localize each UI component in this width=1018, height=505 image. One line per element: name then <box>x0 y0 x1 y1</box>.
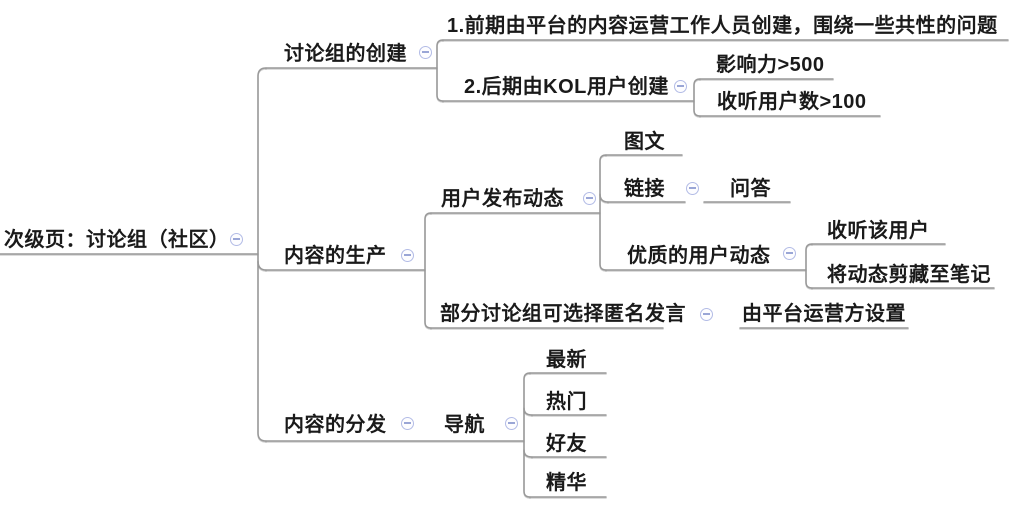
topic-anonymous-posting[interactable]: 部分讨论组可选择匿名发言 <box>440 303 686 325</box>
topic-later-kol-created[interactable]: 2.后期由KOL用户创建 <box>464 76 669 98</box>
topic-content-distribution[interactable]: 内容的分发 <box>284 414 387 436</box>
topic-early-platform-created[interactable]: 1.前期由平台的内容运营工作人员创建，围绕一些共性的问题 <box>447 15 998 37</box>
topic-navigation[interactable]: 导航 <box>444 414 485 436</box>
topic-friends[interactable]: 好友 <box>546 433 587 455</box>
topic-hot[interactable]: 热门 <box>546 391 587 413</box>
minus-dash <box>703 313 710 315</box>
collapse-minus-icon-distribution[interactable] <box>401 417 414 430</box>
collapse-minus-icon-quality[interactable] <box>783 247 796 260</box>
topic-user-post-updates[interactable]: 用户发布动态 <box>441 188 564 210</box>
bracket-nav-stub-hot <box>523 407 533 416</box>
bracket-later-kol <box>693 78 701 117</box>
topic-clip-to-notes[interactable]: 将动态剪藏至笔记 <box>827 264 991 286</box>
bracket-level1 <box>257 67 267 442</box>
bracket-creation <box>436 39 444 102</box>
topic-set-by-platform-ops[interactable]: 由平台运营方设置 <box>742 303 906 325</box>
minus-dash <box>233 238 240 240</box>
minus-dash <box>404 422 411 424</box>
bracket-nav-stub-friends <box>523 449 533 458</box>
minus-dash <box>586 197 593 199</box>
collapse-minus-icon-root[interactable] <box>230 233 243 246</box>
bracket-user-post <box>599 154 607 271</box>
bracket-quality <box>805 243 813 289</box>
topic-link[interactable]: 链接 <box>624 178 665 200</box>
collapse-minus-icon-later-kol[interactable] <box>674 80 687 93</box>
topic-quality-user-updates[interactable]: 优质的用户动态 <box>627 245 771 267</box>
topic-follow-user[interactable]: 收听该用户 <box>827 220 930 242</box>
bracket-nav <box>523 372 531 498</box>
bracket-level1-stub-production <box>257 260 267 271</box>
topic-content-production[interactable]: 内容的生产 <box>284 245 387 267</box>
topic-latest[interactable]: 最新 <box>546 349 587 371</box>
minus-dash <box>786 252 793 254</box>
topic-digest[interactable]: 精华 <box>546 472 587 494</box>
collapse-minus-icon-user-post[interactable] <box>583 192 596 205</box>
bracket-production <box>424 212 432 329</box>
topic-qa[interactable]: 问答 <box>730 178 771 200</box>
topic-image-text[interactable]: 图文 <box>624 131 665 153</box>
topic-influence-gt-500[interactable]: 影响力>500 <box>716 54 825 76</box>
minus-dash <box>404 254 411 256</box>
topic-root[interactable]: 次级页：讨论组（社区） <box>4 229 230 251</box>
minus-dash <box>677 85 684 87</box>
topic-discussion-group-creation[interactable]: 讨论组的创建 <box>284 43 407 65</box>
collapse-minus-icon-anonymous[interactable] <box>700 308 713 321</box>
bracket-user-post-stub-link <box>599 193 609 203</box>
minus-dash <box>422 51 429 53</box>
collapse-minus-icon-link[interactable] <box>686 182 699 195</box>
minus-dash <box>689 187 696 189</box>
topic-listeners-gt-100[interactable]: 收听用户数>100 <box>717 91 867 113</box>
minus-dash <box>508 422 515 424</box>
collapse-minus-icon-navigation[interactable] <box>505 417 518 430</box>
collapse-minus-icon-creation[interactable] <box>419 46 432 59</box>
collapse-minus-icon-production[interactable] <box>401 249 414 262</box>
